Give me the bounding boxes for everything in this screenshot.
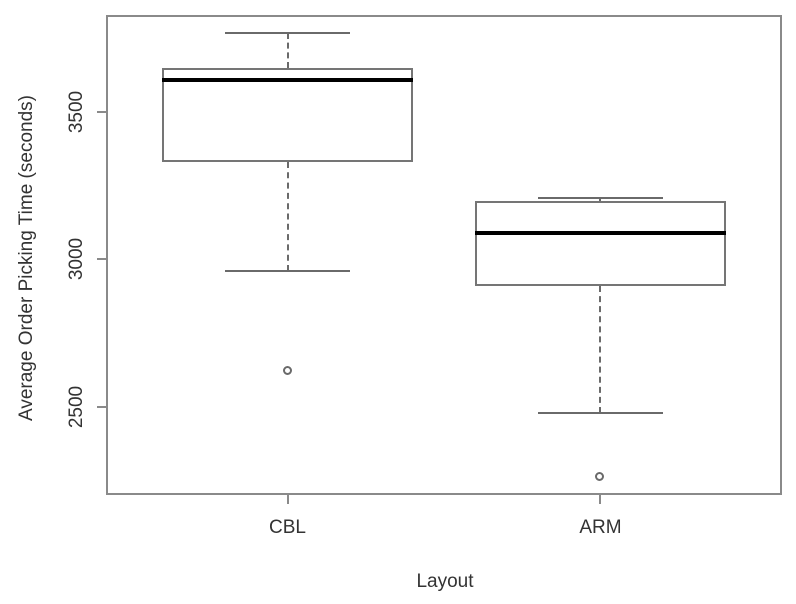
y-axis-tick-3000 [97,258,106,261]
y-axis-tick-2500 [97,405,106,408]
x-axis-tick-label-ARM: ARM [579,517,622,538]
y-axis-tick-label-2500: 2500 [66,385,87,428]
lower-whisker-cap-CBL [224,270,351,273]
upper-whisker-cap-ARM [537,196,664,199]
median-line-CBL [162,77,413,82]
median-line-ARM [475,230,726,235]
y-axis-title: Average Order Picking Time (seconds) [16,95,37,421]
lower-whisker-line-ARM [599,285,602,413]
x-axis-tick-label-CBL: CBL [269,517,306,538]
x-axis-title: Layout [416,571,474,592]
outlier-point-ARM-0 [595,472,605,482]
y-axis-tick-label-3500: 3500 [66,91,87,134]
upper-whisker-line-ARM [599,197,602,201]
upper-whisker-line-CBL [286,32,289,68]
x-axis-tick-ARM [599,495,602,504]
y-axis-tick-label-3000: 3000 [66,238,87,281]
box-ARM [475,200,726,286]
y-axis-tick-3500 [97,111,106,114]
upper-whisker-cap-CBL [224,31,351,34]
box-CBL [162,68,413,163]
lower-whisker-line-CBL [286,162,289,272]
lower-whisker-cap-ARM [537,411,664,414]
outlier-point-CBL-0 [282,366,292,376]
x-axis-tick-CBL [286,495,289,504]
